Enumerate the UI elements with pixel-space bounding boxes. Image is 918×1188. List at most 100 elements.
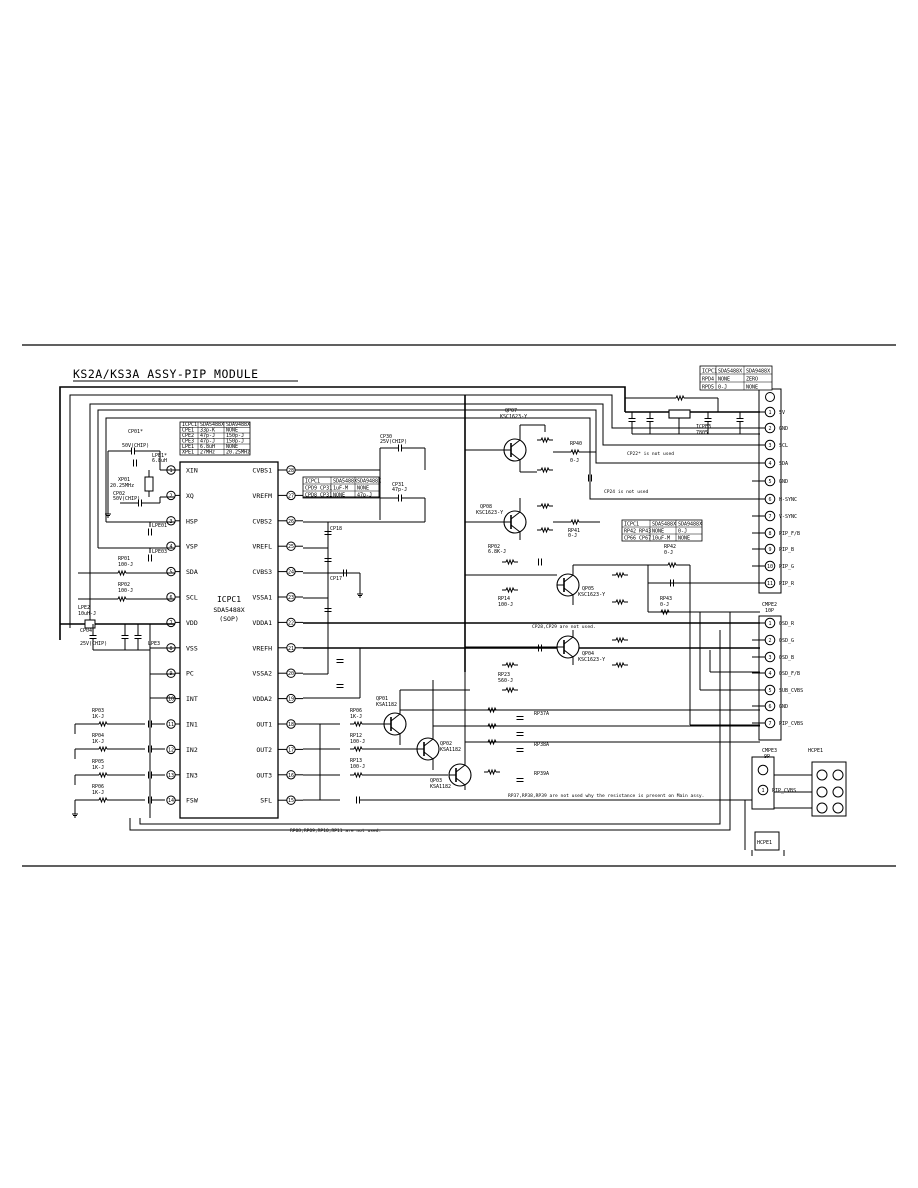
- connector-pin-label: OSD_G: [779, 638, 794, 644]
- ic-pin-name: VDD: [186, 619, 198, 627]
- qp04-value: KSC1623-Y: [578, 657, 605, 663]
- ic-pin-name: SCL: [186, 594, 198, 602]
- rp02-value: 100-J: [118, 588, 133, 594]
- svg-text:CP02: CP02: [113, 491, 125, 497]
- ic-pin-number: 10: [168, 697, 174, 703]
- svg-text:RP38A: RP38A: [534, 742, 549, 748]
- regulator-value: 7805: [696, 430, 708, 436]
- ic-pin-number: 19: [288, 697, 294, 703]
- table-cell: ICPC1: [702, 369, 717, 375]
- table-cell: ICPC1: [305, 479, 320, 485]
- qp05-value: KSC1623-Y: [578, 592, 605, 598]
- connector-cmpe3: [751, 756, 775, 810]
- svg-text:CMPE2: CMPE2: [762, 602, 777, 608]
- ic-pin-name: SDA: [186, 568, 198, 576]
- table-cell: XPE1: [182, 450, 194, 456]
- cnpe3a-ref: HCPE1: [808, 748, 823, 754]
- table-cell: NONE: [333, 493, 345, 499]
- connector-pin-number: 3: [768, 443, 771, 449]
- connector-pin-label: PIP_R: [779, 581, 795, 587]
- connector-pin-label: V-SYNC: [779, 514, 797, 520]
- qp07-value: KSC1623-Y: [500, 414, 527, 420]
- note-cp22: CP22* is not used: [627, 451, 674, 457]
- table-cell: CPD8 CP31: [305, 493, 332, 499]
- connector-pin-number: 10: [767, 564, 773, 570]
- ic-pin-number: 1: [169, 468, 172, 474]
- connector-pin-label: GND: [779, 704, 788, 710]
- resistor-ref: RP04: [92, 733, 104, 739]
- table-cell: 10uF-M: [652, 536, 670, 542]
- ic-pin-name: VREFH: [252, 644, 272, 652]
- table-cell: 47p-J: [200, 433, 215, 439]
- ic-right-pins: 28CVBS127VREFM26CVBS225VREFL24CVBS323VSS…: [252, 465, 303, 805]
- connector-pin-number: 11: [767, 581, 773, 587]
- table-cell: RPD5: [702, 385, 714, 391]
- resistor-value: 1K-J: [92, 790, 104, 796]
- table-cell: ICPC1: [182, 422, 197, 428]
- ic-pin-number: 12: [168, 747, 174, 753]
- cmpe3-value: 9P: [764, 754, 770, 760]
- connector-pin-label: SCL: [779, 443, 788, 449]
- connector-pin-label: GND: [779, 426, 788, 432]
- ic-pin-number: 24: [288, 570, 294, 576]
- table-cell: 27MHz: [200, 450, 215, 456]
- rp40-ref: RP40: [570, 441, 582, 447]
- svg-text:LPE03: LPE03: [152, 549, 167, 555]
- table-cell: NONE: [718, 377, 730, 383]
- ic-pin-name: OUT2: [256, 746, 272, 754]
- table-cell: SDA5488X: [652, 522, 676, 528]
- table-cell: SDA9488X: [746, 369, 770, 375]
- ic-pin-number: 8: [169, 646, 172, 652]
- qp07-ref: QP07: [505, 408, 517, 414]
- ic-pin-number: 21: [288, 646, 294, 652]
- svg-text:CP18: CP18: [330, 526, 342, 532]
- rp12-ref: RP06: [350, 708, 362, 714]
- ic-part: SDA5488X: [213, 606, 244, 614]
- connector-pin-label: SUB_CVBS: [779, 688, 803, 694]
- ic-pin-name: VREFL: [252, 543, 272, 551]
- ic-pin-number: 27: [288, 493, 294, 499]
- svg-text:RP39A: RP39A: [534, 771, 549, 777]
- connector-pin-number: 5: [768, 688, 771, 694]
- rp41-ref: RP41: [568, 528, 580, 534]
- note-cp28: CP28,CP29 are not used.: [532, 624, 596, 630]
- table-cell: CPD9 CP31: [305, 486, 332, 492]
- ic-pin-name: VREFM: [252, 492, 272, 500]
- table-cell: 33p-K: [200, 428, 215, 434]
- connector-pin-number: 2: [768, 638, 771, 644]
- table-cell: NONE: [357, 486, 369, 492]
- rp28-value: 560-J: [498, 678, 513, 684]
- table-cell: 6.8uH: [200, 444, 215, 450]
- connector-pin-number: 8: [768, 531, 771, 537]
- rp43-value: 0-J: [660, 602, 669, 608]
- table-cell: SDA9488X: [357, 479, 381, 485]
- ic-pin-name: IN1: [186, 721, 198, 729]
- qp02-ref: QP02: [440, 741, 452, 747]
- inductor-lpe2: [84, 619, 96, 629]
- ic-pin-name: VSS: [186, 644, 198, 652]
- svg-text:25V(CHIP): 25V(CHIP): [80, 641, 107, 647]
- ic-pin-number: 23: [288, 595, 294, 601]
- ic-pin-name: HSP: [186, 517, 198, 525]
- ic-pin-number: 20: [288, 671, 294, 677]
- table-cell: NONE: [652, 529, 664, 535]
- table-cell: 1uF-M: [333, 486, 348, 492]
- crystal-label: XP01: [118, 477, 130, 483]
- note-cp24: CP24 is not used: [604, 489, 648, 495]
- svg-text:HCPE1: HCPE1: [757, 840, 772, 846]
- ic-pin-name: VDDA2: [252, 695, 272, 703]
- ic-pin-name: OUT3: [256, 771, 272, 779]
- connector-pin-number: 4: [768, 671, 771, 677]
- ic-pin-number: 17: [288, 747, 294, 753]
- table-cell: SDA9488X: [678, 522, 702, 528]
- ic-package: (SOP): [219, 615, 239, 623]
- ic-pin-name: CVBS2: [252, 517, 272, 525]
- connector-pin-label: PIP_B: [779, 547, 794, 553]
- ic-pin-name: VDDA1: [252, 619, 272, 627]
- ic-pin-number: 4: [169, 544, 172, 550]
